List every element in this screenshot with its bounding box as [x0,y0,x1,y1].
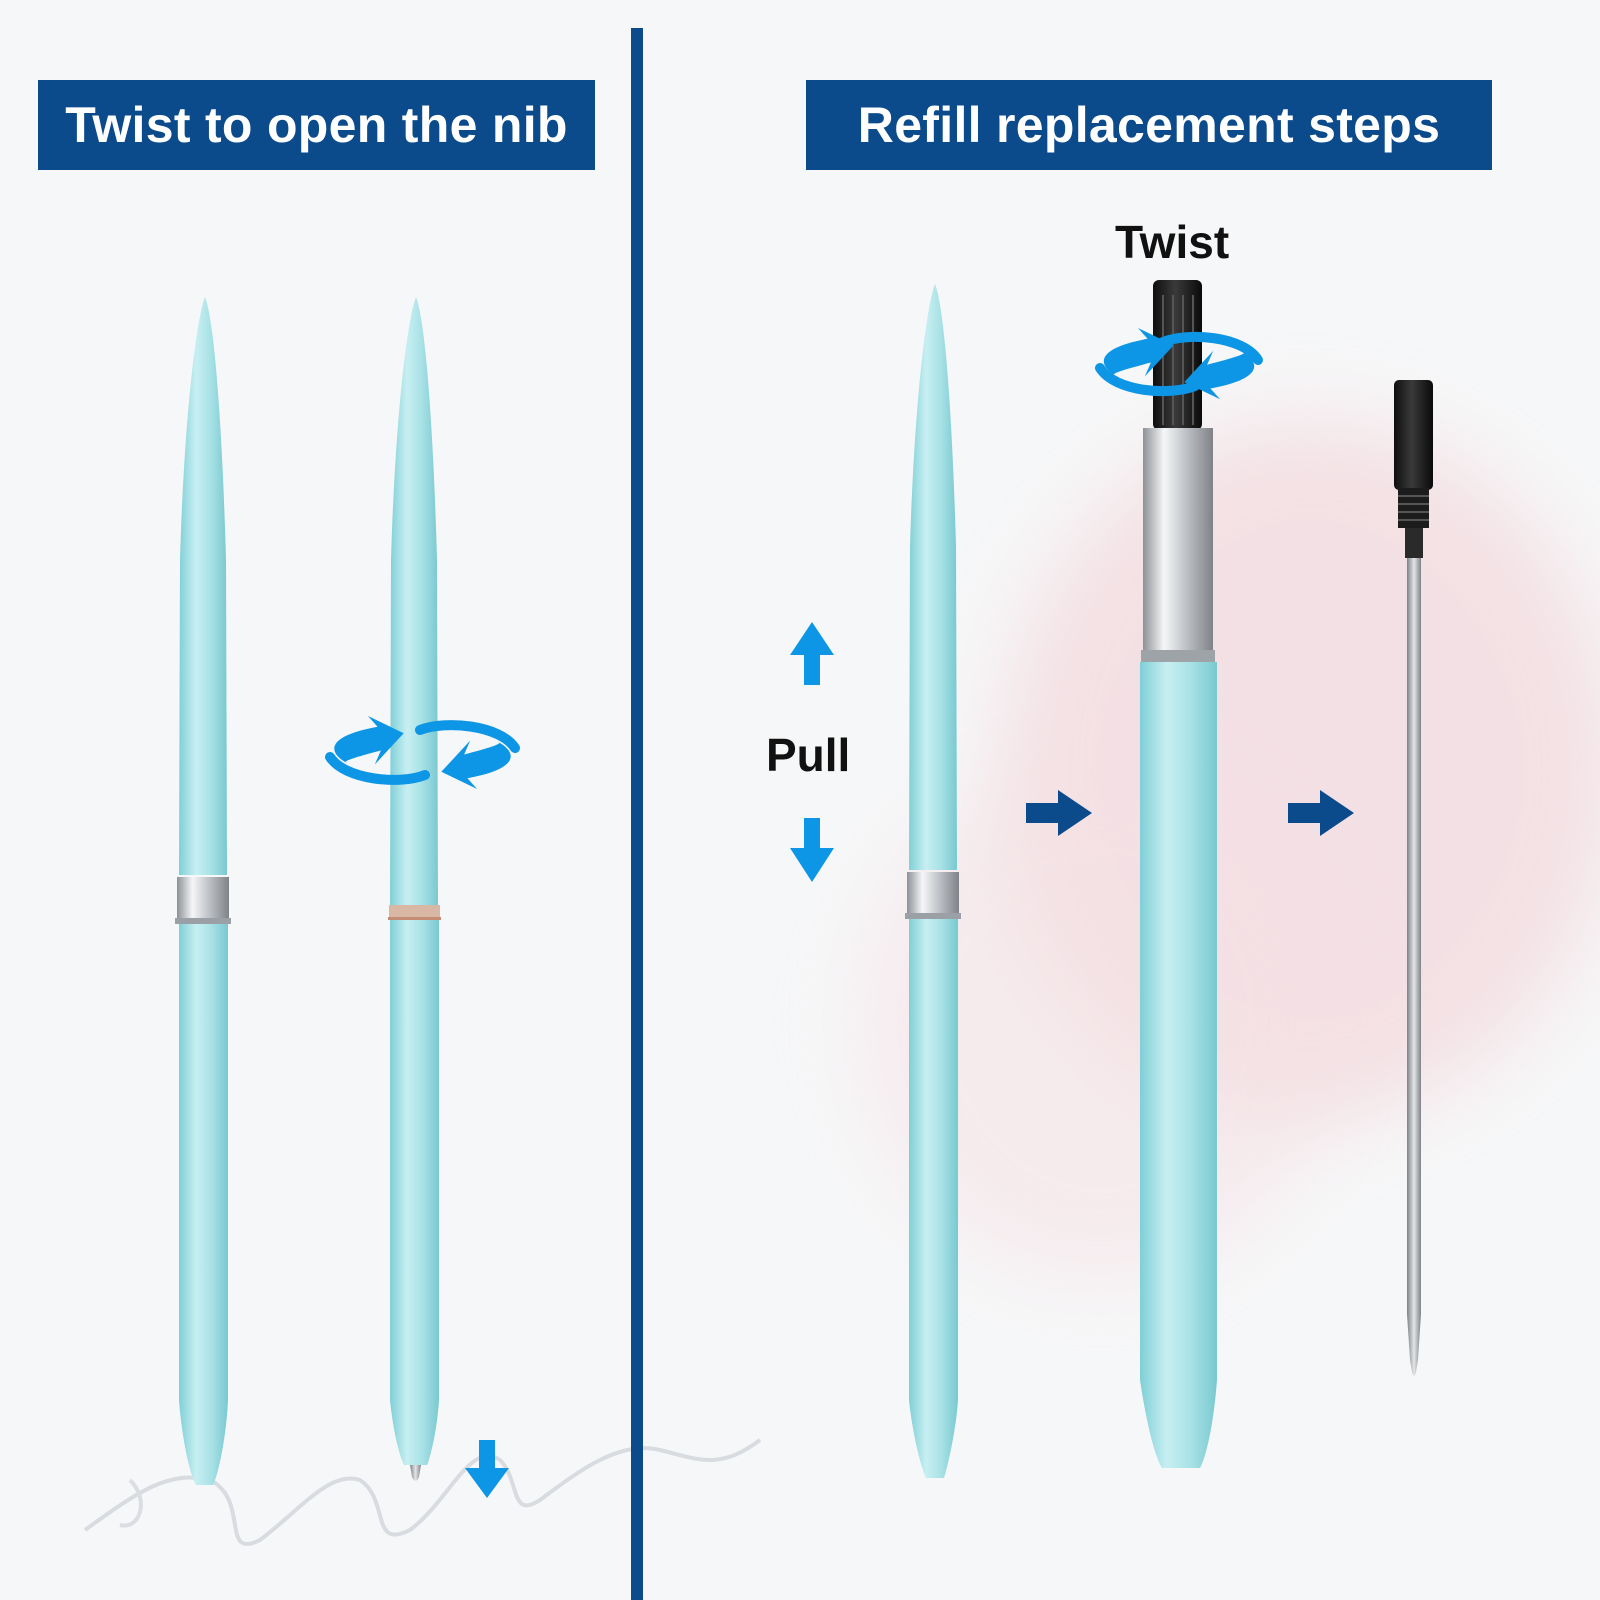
arrow-right-icon [1288,790,1354,836]
arrow-up-icon [790,622,834,685]
panel-divider [631,28,643,1600]
arrow-down-icon [465,1440,509,1498]
left-panel-title: Twist to open the nib [38,80,595,170]
arrow-right-icon [1026,790,1092,836]
twist-label: Twist [1115,216,1230,268]
right-panel-title: Refill replacement steps [806,80,1492,170]
ink-refill [1394,380,1433,1376]
pull-label: Pull [766,729,851,781]
rotate-arrows-icon [325,716,520,789]
arrow-down-icon [790,818,834,882]
rotate-arrows-icon [1095,328,1263,400]
signature-decoration [83,1438,762,1546]
pen-whole [905,284,961,1478]
pen-closed [175,297,231,1485]
signature-decoration [119,1478,143,1528]
pen-twisted [388,297,441,1481]
pen-opened [1140,280,1217,1468]
